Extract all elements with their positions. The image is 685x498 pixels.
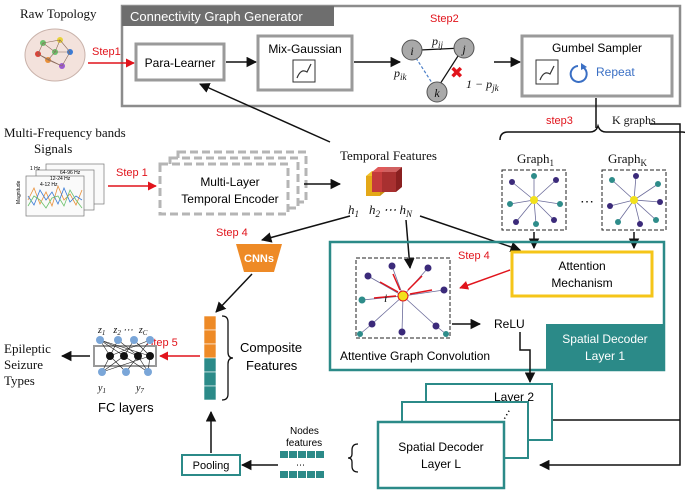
spatial-decoder-layer1-frame (328, 240, 666, 372)
composite-line1: Composite (240, 340, 302, 355)
svg-text:⋯: ⋯ (296, 460, 305, 470)
spatial-decoder-line1: Spatial Decoder (562, 332, 647, 346)
cut-mark-icon: ✖ (450, 65, 463, 82)
para-learner-box (134, 42, 226, 82)
nodes-features-line1: Nodes (290, 426, 319, 437)
attentive-graph-conv-label: Attentive Graph Convolution (340, 349, 490, 363)
attentive-graph-image (355, 257, 451, 339)
svg-text:Magnitude: Magnitude (16, 180, 22, 204)
signal-plot-image: 64-96 Hz 12-24 Hz 4-12 Hz 1 Hz Magnitude (16, 163, 105, 217)
step4-left-label: Step 4 (216, 227, 248, 239)
graphk-label: GraphK (608, 151, 648, 168)
graph1-label: Graph1 (517, 151, 554, 168)
spatial-decoder-layer-L-box (376, 420, 506, 490)
node-k (426, 81, 448, 103)
generator-frame (120, 4, 682, 108)
epileptic-line2: Seizure (4, 357, 43, 372)
node-features-bars: ⋯ (280, 451, 324, 478)
step2-label: Step2 (430, 13, 459, 25)
svg-text:12-24 Hz: 12-24 Hz (50, 176, 71, 182)
para-learner-label: Para-Learner (145, 56, 216, 70)
p-ij-label: pij (431, 34, 444, 50)
spatial-decoder-L-line1: Spatial Decoder (398, 440, 483, 454)
svg-text:j: j (460, 42, 466, 56)
dice-icon-2 (535, 59, 559, 85)
composite-line2: Features (246, 358, 298, 373)
generator-title: Connectivity Graph Generator (130, 9, 303, 24)
epileptic-line1: Epileptic (4, 341, 51, 356)
node-j (453, 37, 475, 59)
p-ik-label: pik (393, 66, 408, 82)
repeat-icon (569, 65, 588, 83)
relu-label: ReLU (494, 317, 525, 331)
step1-mid-label: Step 1 (116, 167, 148, 179)
step4-mid-label: Step 4 (458, 250, 490, 262)
fc-layers-label: FC layers (98, 400, 154, 415)
nodes-features-line2: features (286, 438, 322, 449)
svg-text:1 Hz: 1 Hz (30, 166, 41, 172)
spatial-decoder-L-line2: Layer L (421, 457, 461, 471)
svg-text:i: i (410, 44, 413, 58)
composite-feature-column (203, 315, 217, 401)
graph-ellipsis: ⋯ (580, 195, 594, 210)
k-graphs-label: K graphs (612, 113, 656, 127)
attentive-node-i: i (384, 291, 387, 305)
svg-text:64-96 Hz: 64-96 Hz (60, 170, 81, 176)
one-minus-p-label: 1 − pjk (466, 77, 500, 93)
spatial-decoder-layer1-tag (546, 324, 664, 370)
graph1-image (501, 169, 567, 231)
layer2-label: Layer 2 (494, 390, 534, 404)
temporal-encoder-box (158, 162, 290, 216)
k-graphs-brace (499, 123, 685, 141)
attention-mechanism-box (510, 250, 654, 298)
gumbel-sampler-label: Gumbel Sampler (552, 41, 642, 55)
spatial-decoder-line2: Layer 1 (585, 349, 625, 363)
attention-line1: Attention (558, 259, 605, 273)
step3-label: step3 (546, 115, 573, 127)
epileptic-line3: Types (4, 373, 35, 388)
cnns-label: CNNs (244, 253, 274, 265)
graphk-image (601, 169, 667, 231)
generator-header (122, 6, 334, 26)
node-i (401, 39, 423, 61)
temporal-feature-blocks (366, 167, 402, 196)
brain-topology-image (24, 28, 86, 82)
cnns-block (236, 244, 282, 272)
mix-gaussian-label: Mix-Gaussian (268, 42, 341, 56)
step1-top-label: Step1 (92, 46, 121, 58)
svg-text:4-12 Hz: 4-12 Hz (40, 182, 58, 188)
repeat-label: Repeat (596, 65, 635, 79)
attention-line2: Mechanism (551, 276, 612, 290)
temporal-features-label: Temporal Features (340, 148, 437, 163)
encoder-line1: Multi-Layer (200, 175, 259, 189)
svg-text:k: k (434, 86, 440, 100)
pooling-box (181, 454, 241, 476)
raw-topology-label: Raw Topology (20, 6, 97, 21)
fc-layers-network (93, 336, 157, 376)
multi-freq-line2: Signals (34, 141, 72, 156)
pooling-label: Pooling (193, 460, 230, 472)
encoder-line2: Temporal Encoder (181, 192, 278, 206)
multi-freq-line1: Multi-Frequency bands (4, 125, 126, 140)
